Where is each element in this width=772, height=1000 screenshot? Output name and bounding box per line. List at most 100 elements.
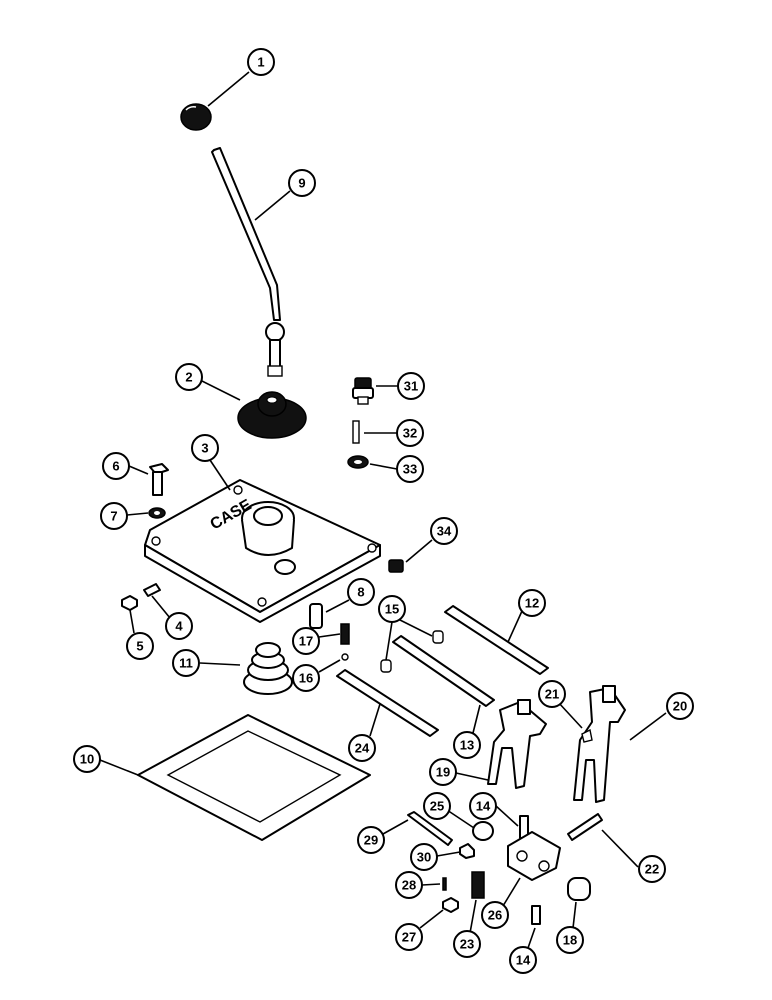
svg-text:33: 33 — [403, 462, 417, 477]
callout-23: 23 — [453, 930, 481, 958]
callout-14a: 14 — [469, 792, 497, 820]
svg-text:28: 28 — [402, 878, 416, 893]
stud-4 — [143, 583, 161, 597]
callout-2: 2 — [175, 363, 203, 391]
callout-21: 21 — [538, 680, 566, 708]
callout-5: 5 — [126, 632, 154, 660]
nut-5 — [121, 595, 138, 611]
washer-7 — [148, 507, 166, 519]
svg-text:26: 26 — [488, 908, 502, 923]
spring-17 — [340, 623, 350, 645]
svg-text:25: 25 — [430, 799, 444, 814]
callout-32: 32 — [396, 419, 424, 447]
svg-text:17: 17 — [299, 634, 313, 649]
callout-17: 17 — [292, 627, 320, 655]
svg-text:20: 20 — [673, 699, 687, 714]
svg-text:32: 32 — [403, 426, 417, 441]
screw-14b — [531, 905, 541, 925]
callout-10: 10 — [73, 745, 101, 773]
svg-text:3: 3 — [201, 441, 208, 456]
interlock-block-26 — [507, 831, 561, 881]
leader-lines — [99, 71, 667, 949]
svg-text:21: 21 — [545, 687, 559, 702]
callout-8: 8 — [347, 578, 375, 606]
callout-25: 25 — [423, 792, 451, 820]
svg-text:6: 6 — [112, 459, 119, 474]
bellows-11 — [243, 642, 293, 695]
bushing-18 — [567, 877, 591, 901]
callout-7: 7 — [100, 502, 128, 530]
callout-16: 16 — [292, 664, 320, 692]
pin-15a — [432, 630, 444, 644]
callout-12: 12 — [518, 589, 546, 617]
screw-22 — [567, 813, 603, 841]
callout-29: 29 — [357, 826, 385, 854]
svg-text:7: 7 — [110, 509, 117, 524]
svg-text:4: 4 — [175, 619, 183, 634]
shift-fork-19 — [487, 699, 547, 789]
nut-30 — [459, 843, 475, 859]
svg-text:1: 1 — [257, 55, 264, 70]
bushing-25 — [472, 821, 494, 841]
callout-27: 27 — [395, 923, 423, 951]
pin-28 — [442, 877, 447, 891]
svg-text:2: 2 — [185, 370, 192, 385]
svg-text:22: 22 — [645, 862, 659, 877]
pin-32 — [352, 420, 360, 444]
svg-text:11: 11 — [179, 656, 193, 671]
shift-rail-24 — [336, 669, 439, 737]
svg-text:34: 34 — [437, 524, 452, 539]
shift-fork-20 — [573, 685, 626, 803]
svg-text:8: 8 — [357, 585, 364, 600]
callout-33: 33 — [396, 455, 424, 483]
pin-15b — [380, 659, 392, 673]
callout-3: 3 — [191, 434, 219, 462]
callout-4: 4 — [165, 612, 193, 640]
callout-19: 19 — [429, 758, 457, 786]
bolt-6 — [149, 463, 169, 496]
sleeve-8 — [309, 603, 323, 629]
washer-33 — [347, 455, 369, 469]
callout-31: 31 — [397, 372, 425, 400]
detent-34 — [388, 559, 404, 573]
shift-knob — [180, 103, 212, 131]
lever-boot — [237, 391, 307, 439]
callout-22: 22 — [638, 855, 666, 883]
spring-23 — [471, 871, 485, 899]
svg-text:16: 16 — [299, 671, 313, 686]
ball-16 — [341, 653, 349, 661]
gasket-10 — [137, 714, 371, 841]
callout-24: 24 — [348, 734, 376, 762]
svg-text:24: 24 — [355, 741, 370, 756]
callout-20: 20 — [666, 692, 694, 720]
svg-text:23: 23 — [460, 937, 474, 952]
svg-text:10: 10 — [80, 752, 94, 767]
svg-text:31: 31 — [404, 379, 418, 394]
svg-text:14: 14 — [476, 799, 491, 814]
svg-text:18: 18 — [563, 933, 577, 948]
svg-text:13: 13 — [460, 738, 474, 753]
shift-rail-12 — [444, 605, 549, 675]
pin-21 — [581, 728, 593, 743]
callout-30: 30 — [410, 843, 438, 871]
callout-9: 9 — [288, 169, 316, 197]
callout-13: 13 — [453, 731, 481, 759]
svg-text:14: 14 — [516, 953, 531, 968]
callout-34: 34 — [430, 517, 458, 545]
shift-rail-13 — [392, 635, 495, 707]
svg-text:29: 29 — [364, 833, 378, 848]
callout-26: 26 — [481, 901, 509, 929]
callout-1: 1 — [247, 48, 275, 76]
nut-27 — [442, 897, 459, 913]
svg-text:9: 9 — [298, 176, 305, 191]
callout-11: 11 — [172, 649, 200, 677]
callout-14b: 14 — [509, 946, 537, 974]
callout-6: 6 — [102, 452, 130, 480]
svg-text:12: 12 — [525, 596, 539, 611]
svg-text:30: 30 — [417, 850, 431, 865]
svg-text:15: 15 — [385, 602, 399, 617]
svg-text:19: 19 — [436, 765, 450, 780]
callout-28: 28 — [395, 871, 423, 899]
transmission-cover: CASE — [144, 479, 381, 623]
